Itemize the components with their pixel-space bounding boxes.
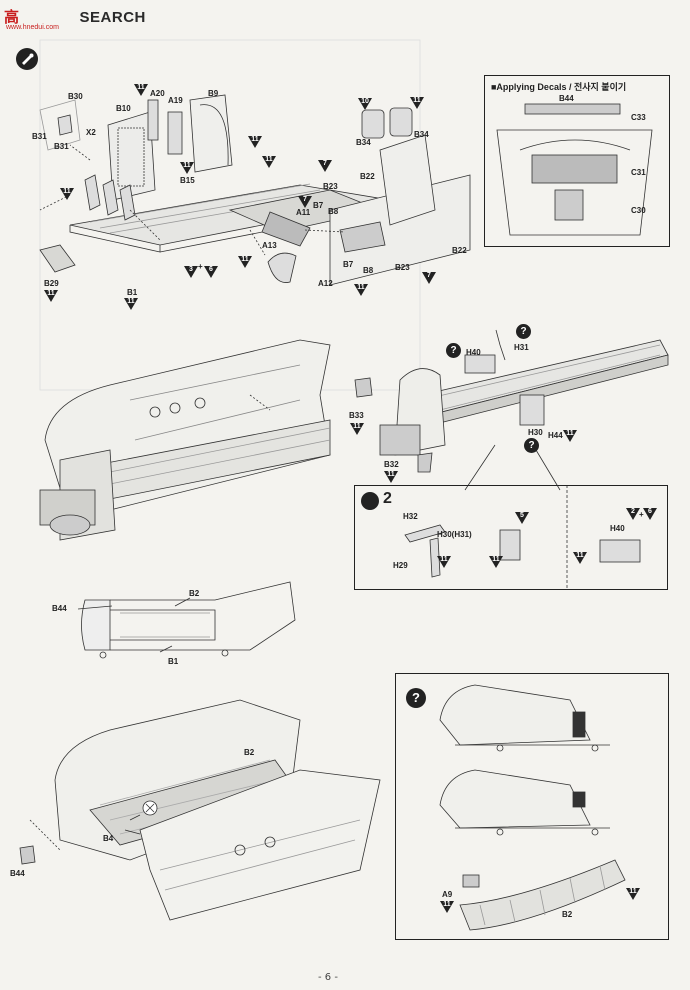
part-b30: B30	[68, 92, 83, 101]
part-b33: B33	[349, 411, 364, 420]
part-b9: B9	[208, 89, 219, 98]
lower-b44: B44	[10, 869, 25, 878]
part-h30: H30	[528, 428, 543, 437]
part-b15: B15	[180, 176, 195, 185]
sprue-marker: 11	[134, 84, 148, 96]
sprue-marker: 3	[184, 266, 198, 278]
part-a11: A11	[296, 208, 311, 217]
question-icon: ?	[516, 324, 531, 339]
part-a20: A20	[150, 89, 165, 98]
sprue-marker: 10	[358, 98, 372, 110]
cement-icon	[361, 492, 379, 510]
sprue-marker: 11	[44, 290, 58, 302]
sprue-marker: 11	[262, 156, 276, 168]
question-icon: ?	[524, 438, 539, 453]
part-b31b: B31	[54, 142, 69, 151]
sprue-marker: 11	[180, 162, 194, 174]
profile-b44: B44	[52, 604, 67, 613]
sprue-marker: 11	[248, 136, 262, 148]
inset-step-2: 2 H32 H30(H31) H29 11 5 11 H40 2 + 6 11	[354, 485, 668, 590]
watermark-cn: 高	[4, 8, 20, 26]
part-b32: B32	[384, 460, 399, 469]
inset-number: 2	[383, 490, 392, 507]
sprue-marker: 5	[515, 512, 529, 524]
sprue-marker: 11	[384, 471, 398, 483]
part-b22b: B22	[452, 246, 467, 255]
part-h40b: H40	[610, 524, 625, 533]
sprue-marker: 7	[298, 196, 312, 208]
part-b23: B23	[323, 182, 338, 191]
decal-label-c30: C30	[631, 206, 646, 215]
part-b8b: B8	[363, 266, 374, 275]
part-a19: A19	[168, 96, 183, 105]
sprue-marker: 11	[440, 901, 454, 913]
page-number: - 6 -	[318, 972, 338, 983]
part-b22: B22	[360, 172, 375, 181]
sprue-marker: 7	[318, 160, 332, 172]
sprue-marker: 11	[563, 430, 577, 442]
sprue-marker: 7	[422, 272, 436, 284]
part-b10: B10	[116, 104, 131, 113]
part-b34b: B34	[414, 130, 429, 139]
lower-b4: B4	[103, 834, 114, 843]
part-b2-variant: B2	[562, 910, 573, 919]
decals-title: ■Applying Decals / 전사지 붙이기	[491, 82, 627, 92]
sprue-marker: 11	[626, 888, 640, 900]
decal-label-c31: C31	[631, 168, 646, 177]
cement-icon	[16, 48, 38, 70]
part-a9: A9	[442, 890, 453, 899]
sprue-marker: 11	[410, 97, 424, 109]
decal-label-c33: C33	[631, 113, 646, 122]
sprue-marker: 11	[437, 556, 451, 568]
part-b23b: B23	[395, 263, 410, 272]
part-a13: A13	[262, 241, 277, 250]
sprue-marker: 11	[489, 556, 503, 568]
plus-sign: +	[198, 262, 203, 271]
part-h44: H44	[548, 431, 563, 440]
sprue-marker: 6	[204, 266, 218, 278]
watermark-url: www.hnedui.com	[6, 24, 59, 31]
part-b1: B1	[127, 288, 138, 297]
sprue-marker: 11	[60, 188, 74, 200]
part-b7: B7	[313, 201, 324, 210]
part-h29: H29	[393, 561, 408, 570]
question-icon: ?	[406, 688, 426, 708]
question-icon: ?	[446, 343, 461, 358]
profile-b2: B2	[189, 589, 200, 598]
sprue-marker: 6	[643, 508, 657, 520]
sprue-marker: 11	[354, 284, 368, 296]
part-b8: B8	[328, 207, 339, 216]
decals-panel: ■Applying Decals / 전사지 붙이기 B44 C33 C31 C…	[484, 75, 670, 247]
sprue-marker: 11	[238, 256, 252, 268]
sprue-marker: 11	[124, 298, 138, 310]
part-h31: H31	[514, 343, 529, 352]
part-h30-h31: H30(H31)	[437, 530, 472, 539]
sprue-marker: 11	[573, 552, 587, 564]
part-b31: B31	[32, 132, 47, 141]
watermark-en: SEARCH	[79, 9, 146, 26]
sprue-marker: 2	[626, 508, 640, 520]
part-h40: H40	[466, 348, 481, 357]
part-a12: A12	[318, 279, 333, 288]
plus-sign: +	[639, 510, 644, 519]
decal-label-b44: B44	[559, 94, 574, 103]
part-b7b: B7	[343, 260, 354, 269]
watermark-logo: 高 SEARCH	[4, 6, 146, 27]
sprue-marker: 11	[350, 423, 364, 435]
variants-panel: ? A9 11 B2 11	[395, 673, 669, 940]
profile-b1: B1	[168, 657, 179, 666]
part-b34a: B34	[356, 138, 371, 147]
lower-b2: B2	[244, 748, 255, 757]
part-b29: B29	[44, 279, 59, 288]
part-h32: H32	[403, 512, 418, 521]
part-x2: X2	[86, 128, 96, 137]
